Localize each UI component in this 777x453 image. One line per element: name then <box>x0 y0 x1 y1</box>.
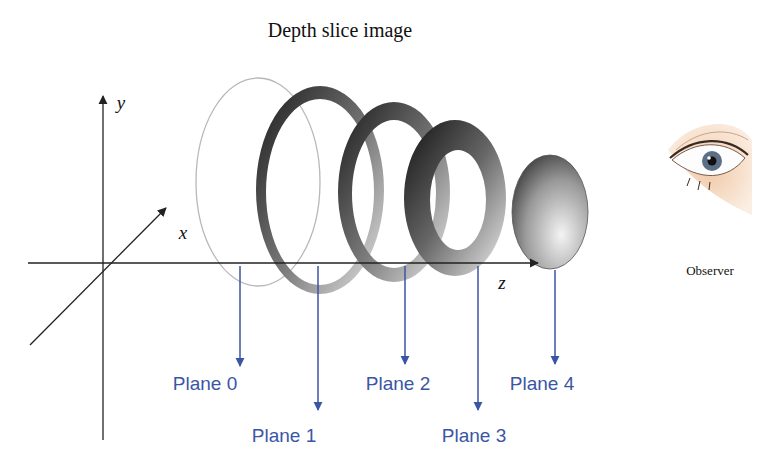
observer-eye <box>668 124 752 215</box>
plane-label: Plane 3 <box>442 426 506 447</box>
plane-pointer <box>404 266 406 364</box>
observer-label: Observer <box>686 264 734 278</box>
z-axis <box>28 262 538 263</box>
plane-pointer <box>477 266 479 410</box>
axis-label: y <box>117 93 125 114</box>
x-axis <box>30 208 166 345</box>
y-axis <box>102 96 103 440</box>
plane-label: Plane 0 <box>173 374 237 395</box>
diagram-title: Depth slice image <box>268 19 412 41</box>
axis-label: x <box>179 223 187 244</box>
plane-pointer <box>317 266 319 410</box>
plane-label: Plane 2 <box>366 374 430 395</box>
axis-label: z <box>498 273 505 294</box>
plane-ring <box>404 120 506 276</box>
plane-label: Plane 4 <box>510 374 574 395</box>
plane-label: Plane 1 <box>252 426 316 447</box>
plane-pointer <box>554 270 556 364</box>
plane-pointer <box>239 266 241 366</box>
plane-disc <box>512 155 588 269</box>
